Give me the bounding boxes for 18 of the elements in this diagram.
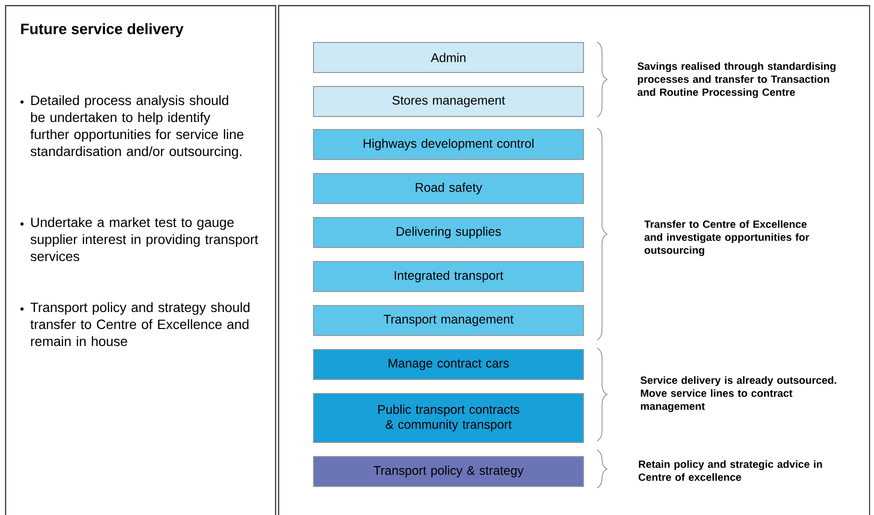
service-box: Manage contract cars — [313, 349, 584, 380]
note-text: Transfer to Centre of Excellence and investigate opportunities for outsourcing — [644, 220, 810, 256]
service-box: Road safety — [313, 173, 584, 204]
service-box: Delivering supplies — [313, 217, 584, 248]
service-box: Integrated transport — [313, 261, 584, 292]
note-text: Retain policy and strategic advice in Centre of excellence — [638, 460, 822, 481]
service-box: Public transport contracts & community transport — [313, 393, 584, 443]
service-box: Stores management — [313, 86, 584, 117]
heading: Future service delivery — [21, 23, 184, 38]
note-text: Service delivery is already outsourced. Move service lines to contract management — [640, 376, 836, 412]
bullet-text: Undertake a market test to gauge supplier interest in providing transport services — [30, 217, 258, 262]
note-text: Savings realised through standardising processes and transfer to Transaction and Routine Processing Centre — [638, 62, 836, 98]
service-box: Admin — [313, 42, 584, 73]
service-box: Transport management — [313, 305, 584, 336]
service-box: Highways development control — [313, 129, 584, 160]
bullet-text: Transport policy and strategy should transfer to Centre of Excellence and remain in house — [30, 302, 250, 346]
service-box: Transport policy & strategy — [313, 456, 584, 487]
bullet-text: Detailed process analysis should be undertaken to help identify further opportunities for service line standardisation and/or outsourcing. — [30, 95, 244, 159]
